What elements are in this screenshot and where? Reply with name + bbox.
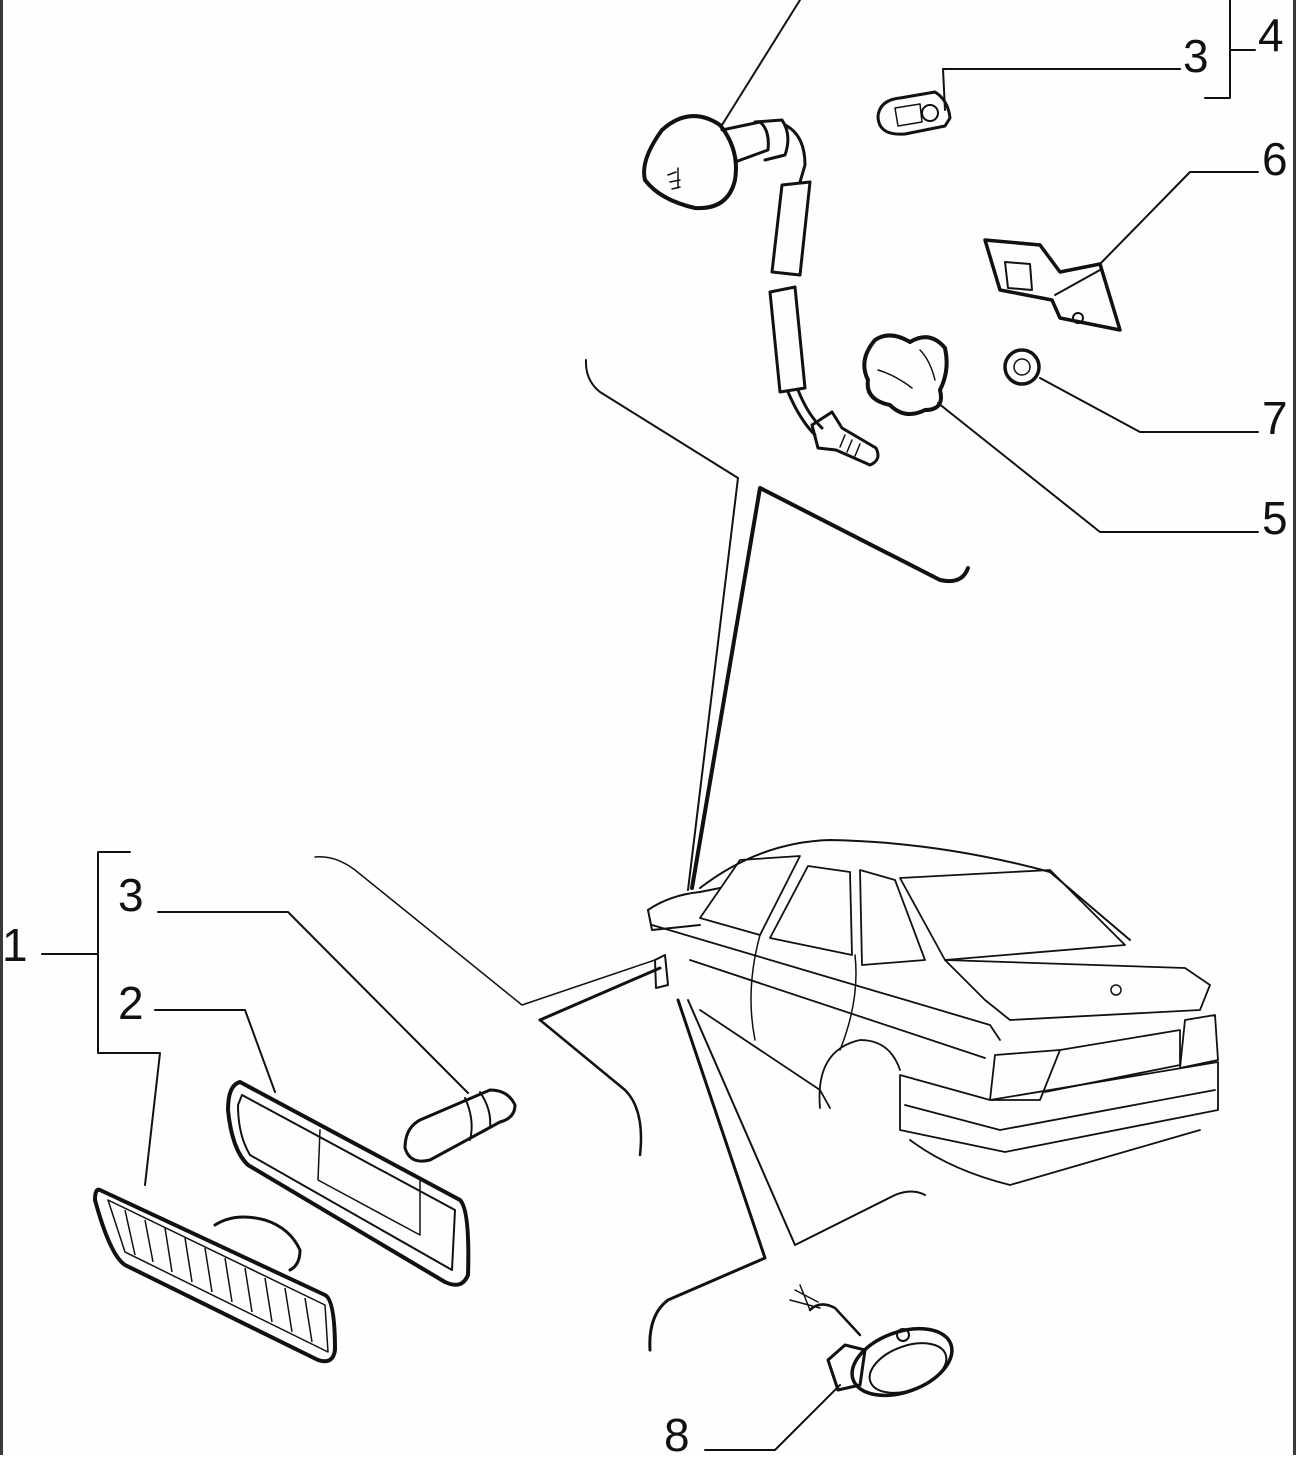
callout-3-top: 3 (1183, 30, 1209, 82)
left-group (41, 851, 469, 1186)
callout-2: 2 (118, 977, 144, 1029)
bulb-top (876, 90, 952, 136)
callout-8: 8 (664, 1409, 690, 1461)
detail-frame-middle (314, 856, 662, 1157)
gasket (226, 1080, 471, 1287)
car-body (647, 839, 1219, 1186)
nut (1003, 348, 1041, 386)
callout-5: 5 (1262, 492, 1288, 544)
bracket (983, 238, 1122, 332)
lens (93, 1187, 337, 1364)
callout-4: 4 (1258, 9, 1284, 61)
lamp-with-harness (642, 0, 880, 467)
callout-1: 1 (2, 919, 28, 971)
bulb-holder (862, 333, 949, 416)
callout-6: 6 (1262, 133, 1288, 185)
detail-frame-lower (648, 998, 926, 1352)
oval-repeater (704, 1284, 954, 1451)
callout-3-left: 3 (118, 869, 144, 921)
leaders-top-right (937, 0, 1259, 533)
detail-frame-top (584, 359, 970, 891)
bulb-left (403, 1088, 517, 1163)
callout-7: 7 (1262, 392, 1288, 444)
